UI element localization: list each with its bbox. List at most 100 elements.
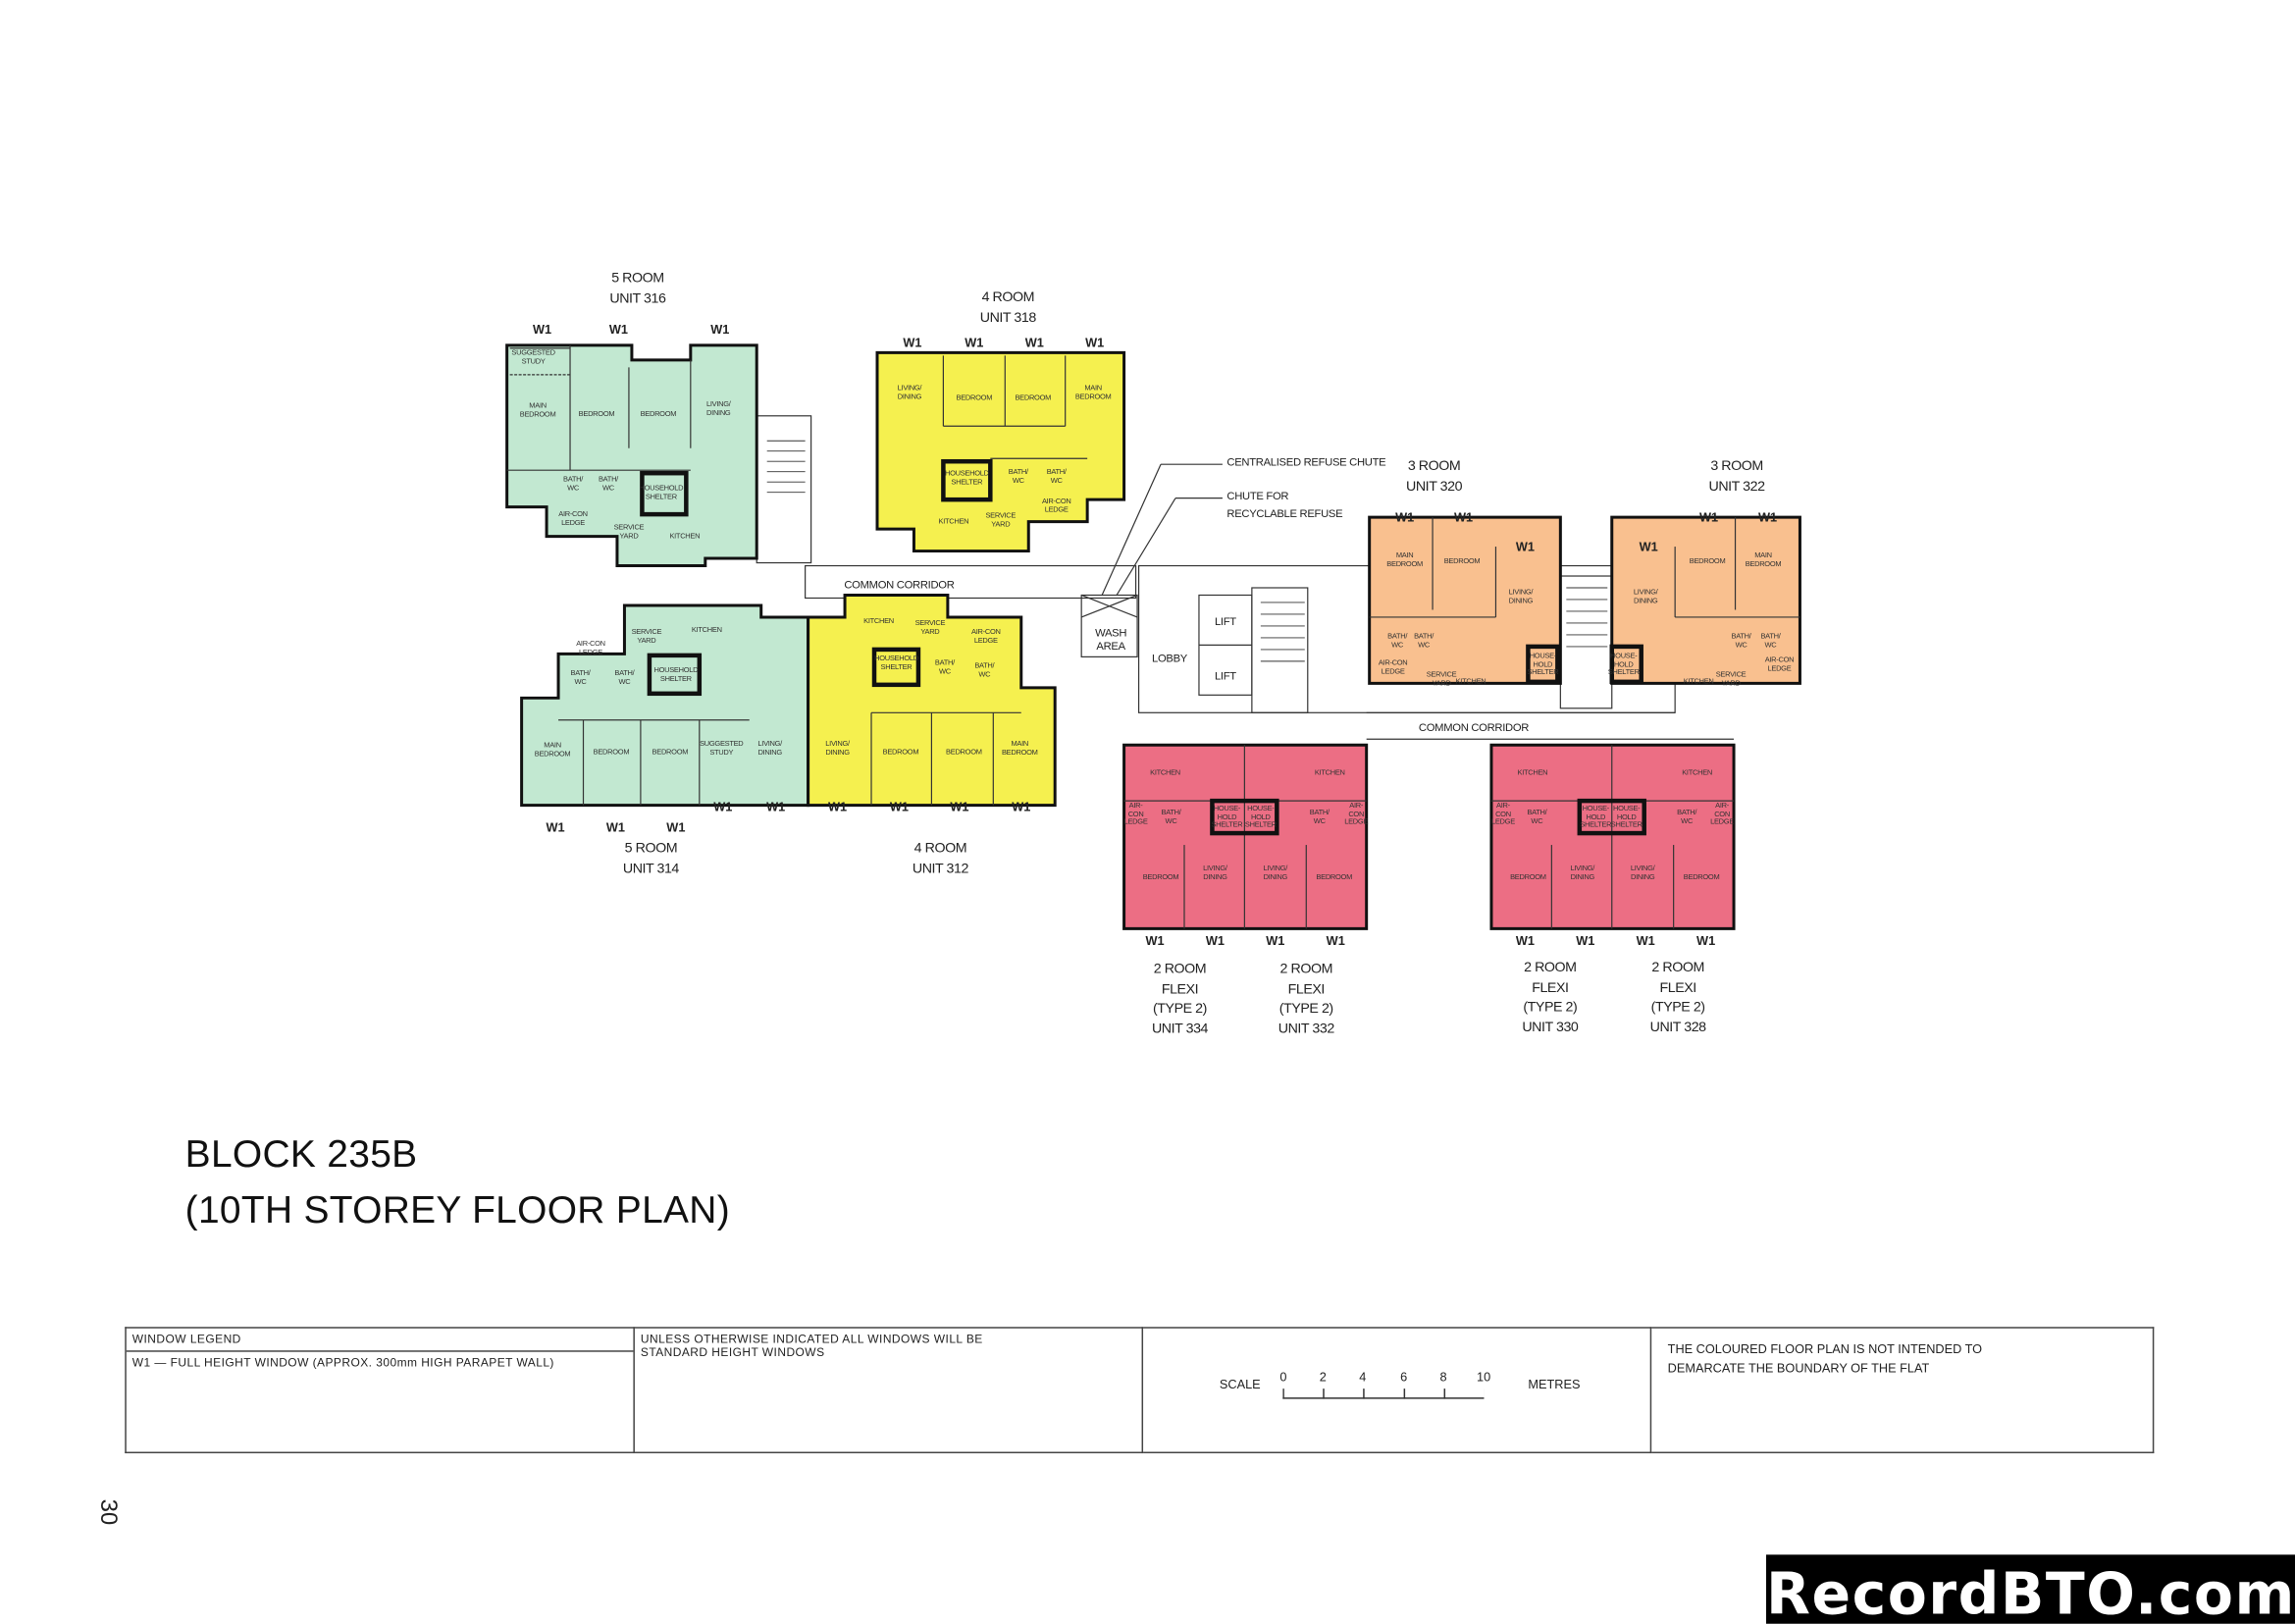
unit-316-window-marker: W1 — [710, 321, 730, 337]
unit-312-room-label: SERVICE YARD — [914, 619, 946, 637]
unit-318-room-label: HOUSEHOLD SHELTER — [944, 469, 989, 487]
unit-318-window-marker: W1 — [1024, 335, 1044, 350]
disclaimer-text: THE COLOURED FLOOR PLAN IS NOT INTENDED … — [1667, 1341, 1983, 1376]
unit-334-window-marker: W1 — [1145, 932, 1165, 948]
legend-table: WINDOW LEGEND W1 — FULL HEIGHT WINDOW (A… — [125, 1327, 2155, 1454]
window-legend-header: WINDOW LEGEND — [126, 1329, 634, 1352]
unit-320-room-label: AIR-CON LEDGE — [1378, 658, 1408, 676]
unit-330-room-label: KITCHEN — [1517, 768, 1548, 778]
unit-314-window-marker: W1 — [605, 819, 625, 835]
unit-320-room-label: KITCHEN — [1455, 677, 1487, 687]
unit-330-title: 2 ROOM FLEXI (TYPE 2) UNIT 330 — [1522, 959, 1579, 1035]
unit-320-room-label: LIVING/ DINING — [1508, 588, 1534, 605]
unit-322-title: 3 ROOM UNIT 322 — [1708, 458, 1765, 495]
scale-tick: 2 — [1319, 1369, 1327, 1385]
unit-328-room-label: KITCHEN — [1682, 768, 1712, 778]
scale-tick: 8 — [1439, 1369, 1447, 1385]
unit-318-room-label: SERVICE YARD — [985, 511, 1017, 530]
unit-314-window-marker: W1 — [666, 819, 686, 835]
lobby-label: LOBBY — [1152, 652, 1187, 665]
unit-330-room-label: BATH/ WC — [1527, 809, 1547, 826]
unit-316-room-label: BEDROOM — [640, 410, 677, 420]
unit-316-window-marker: W1 — [533, 321, 552, 337]
unit-328-window-marker: W1 — [1696, 932, 1716, 948]
unit-320-room-label: BATH/ WC — [1414, 632, 1434, 650]
unit-322-room-label: MAIN BEDROOM — [1745, 551, 1782, 569]
unit-328-room-label: HOUSE- HOLD SHELTER — [1610, 805, 1643, 830]
unit-314-room-label: HOUSEHOLD SHELTER — [653, 665, 699, 684]
unit-328-title: 2 ROOM FLEXI (TYPE 2) UNIT 328 — [1649, 959, 1706, 1035]
unit-314-room-label: BATH/ WC — [614, 668, 635, 687]
unit-322-room-label: AIR-CON LEDGE — [1764, 655, 1795, 673]
unit-312-title: 4 ROOM UNIT 312 — [912, 840, 968, 877]
unit-316-room-label: LIVING/ DINING — [706, 399, 731, 418]
unit-332-title: 2 ROOM FLEXI (TYPE 2) UNIT 332 — [1278, 961, 1334, 1037]
unit-328-room-label: BEDROOM — [1683, 872, 1720, 882]
unit-312-room-label: AIR-CON LEDGE — [971, 628, 1001, 646]
unit-314-room-label: AIR-CON LEDGE — [576, 640, 605, 657]
refuse-chute-note: CENTRALISED REFUSE CHUTE — [1226, 455, 1386, 469]
unit-334-room-label: LIVING/ DINING — [1203, 864, 1227, 882]
unit-318-window-marker: W1 — [903, 335, 922, 350]
unit-320-room-label: BATH/ WC — [1387, 632, 1408, 650]
unit-322-room-label: BEDROOM — [1689, 556, 1726, 566]
unit-328-room-label: AIR- CON LEDGE — [1710, 802, 1735, 827]
unit-318-window-marker: W1 — [1085, 335, 1105, 350]
recyclable-chute-note: CHUTE FOR RECYCLABLE REFUSE — [1226, 489, 1343, 520]
unit-312-window-marker: W1 — [950, 799, 969, 814]
unit-318-room-label: LIVING/ DINING — [897, 384, 922, 401]
unit-332-room-label: AIR- CON LEDGE — [1344, 802, 1369, 827]
unit-318-title: 4 ROOM UNIT 318 — [979, 289, 1036, 326]
unit-316-room-label: SERVICE YARD — [613, 523, 645, 542]
common-corridor-label: COMMON CORRIDOR — [844, 578, 955, 592]
unit-330-room-label: HOUSE- HOLD SHELTER — [1580, 805, 1612, 830]
common-corridor-label: COMMON CORRIDOR — [1418, 720, 1530, 735]
unit-322-window-marker: W1 — [1757, 509, 1778, 525]
unit-320-window-marker: W1 — [1395, 509, 1415, 525]
unit-330-window-marker: W1 — [1515, 932, 1535, 948]
unit-314-room-label: KITCHEN — [691, 626, 722, 636]
unit-318-room-label: BATH/ WC — [1046, 467, 1067, 486]
scale-label: SCALE — [1219, 1377, 1261, 1392]
unit-318-room-label: AIR-CON LEDGE — [1041, 497, 1071, 515]
scale-tick: 6 — [1400, 1369, 1408, 1385]
unit-322-room-label: LIVING/ DINING — [1633, 588, 1658, 605]
unit-322-area — [1610, 515, 1801, 685]
wash-area-label: WASH AREA — [1095, 625, 1127, 653]
unit-316-room-label: SUGGESTED STUDY — [511, 348, 555, 366]
staircase-east — [1559, 575, 1613, 709]
unit-328-room-label: LIVING/ DINING — [1630, 864, 1655, 882]
unit-322-window-marker: W1 — [1699, 509, 1719, 525]
unit-332-room-label: LIVING/ DINING — [1263, 864, 1288, 882]
unit-312-room-label: BEDROOM — [882, 748, 919, 758]
interior-walls — [506, 344, 1800, 929]
stair-treads — [766, 440, 1608, 662]
unit-316-window-marker: W1 — [608, 321, 628, 337]
unit-312-room-label: MAIN BEDROOM — [1001, 739, 1038, 758]
common-corridor-west — [805, 564, 1137, 600]
unit-314-room-label: LIVING/ DINING — [757, 739, 782, 758]
unit-314-room-label: BATH/ WC — [570, 668, 591, 687]
scale-tick: 0 — [1279, 1369, 1287, 1385]
unit-318-room-label: MAIN BEDROOM — [1074, 384, 1112, 401]
unit-314-area — [520, 603, 810, 808]
unit-332-room-label: BEDROOM — [1316, 872, 1353, 882]
unit-316-area — [505, 343, 758, 568]
unit-322-room-label: SERVICE YARD — [1715, 670, 1747, 688]
unit-322-room-label: BATH/ WC — [1731, 632, 1751, 650]
disclaimer-cell: THE COLOURED FLOOR PLAN IS NOT INTENDED … — [1649, 1327, 2155, 1454]
block-title: BLOCK 235B — [184, 1131, 418, 1176]
unit-316-room-label: BEDROOM — [578, 410, 615, 420]
unit-320-room-label: MAIN BEDROOM — [1386, 551, 1423, 569]
unit-314-room-label: MAIN BEDROOM — [534, 741, 571, 759]
unit-334-room-label: HOUSE- HOLD SHELTER — [1211, 805, 1243, 830]
unit-328-room-label: BATH/ WC — [1677, 809, 1697, 826]
unit-330-room-label: BEDROOM — [1510, 872, 1546, 882]
unit-322-room-label: BATH/ WC — [1760, 632, 1781, 650]
unit-322-room-label: HOUSE- HOLD SHELTER — [1607, 652, 1640, 678]
unit-312-room-label: BEDROOM — [946, 748, 982, 758]
scale-cell: SCALE 0 2 4 6 8 10 METRES — [1141, 1327, 1652, 1454]
lift-label: LIFT — [1214, 614, 1236, 629]
windows-note-cell: UNLESS OTHERWISE INDICATED ALL WINDOWS W… — [633, 1327, 1144, 1454]
